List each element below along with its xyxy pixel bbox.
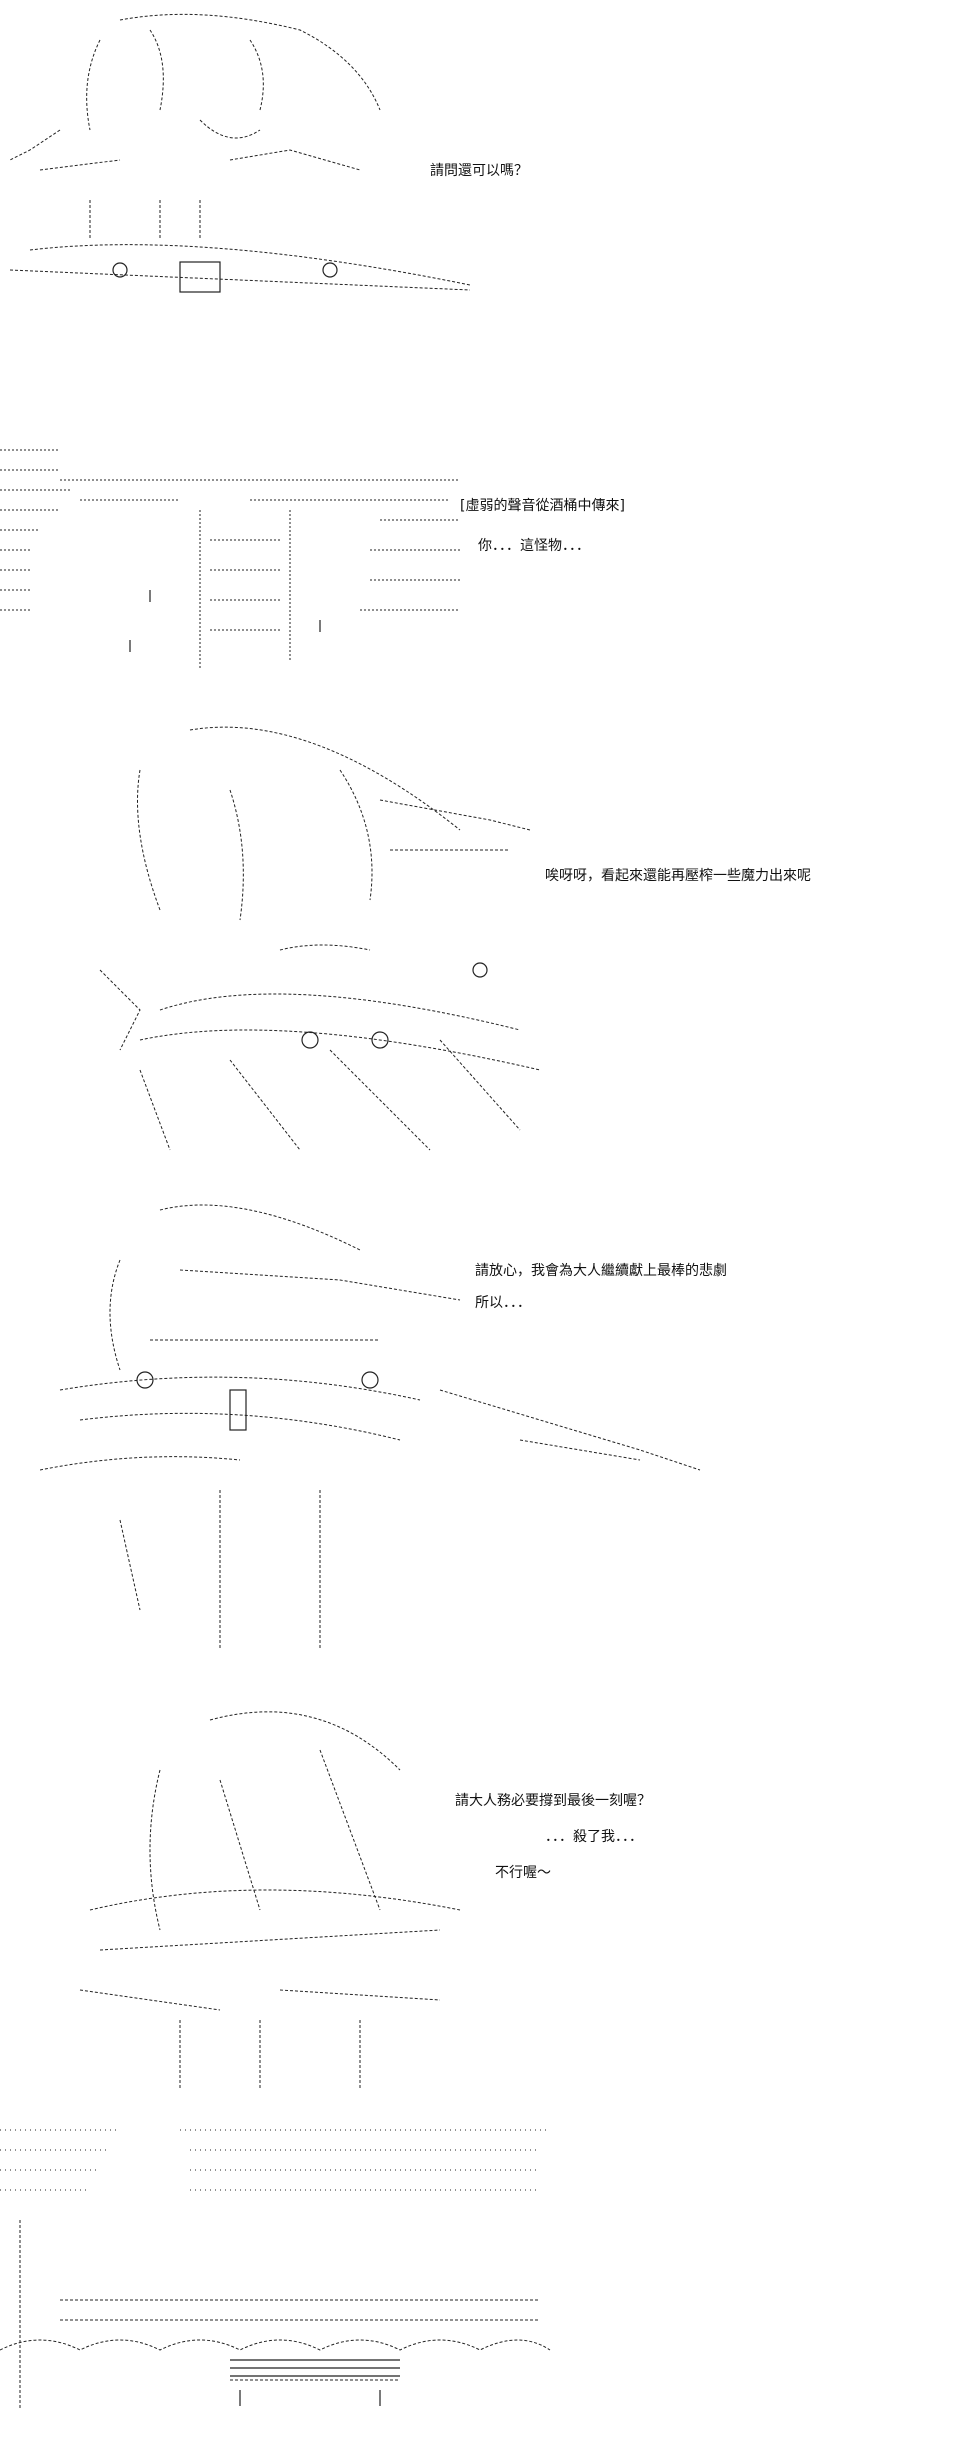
panel-2: [虛弱的聲音從酒桶中傳來] 你．．．這怪物．．． <box>0 440 967 700</box>
ascii-art-girl-scythe <box>40 1190 720 1660</box>
ascii-art-girl-close-drawing <box>79 1711 461 2090</box>
ascii-art-girl-close <box>60 1690 480 2100</box>
ascii-art-barrel <box>0 440 470 690</box>
dialogue-line: 唉呀呀，看起來還能再壓榨一些魔力出來呢 <box>545 868 811 884</box>
dialogue-line: 請問還可以嗎？ <box>430 163 528 179</box>
dialogue-panel-3: 唉呀呀，看起來還能再壓榨一些魔力出來呢 <box>545 865 811 887</box>
panel-5: 請大人務必要撐到最後一刻喔？ ．．．殺了我．．． 不行喔～ <box>0 1690 967 2110</box>
dialogue-panel-5: 請大人務必要撐到最後一刻喔？ ．．．殺了我．．． 不行喔～ <box>455 1790 651 1884</box>
dialogue-line: 不行喔～ <box>495 1865 551 1881</box>
dialogue-line: [虛弱的聲音從酒桶中傳來] <box>460 498 625 514</box>
panel-3: 唉呀呀，看起來還能再壓榨一些魔力出來呢 <box>0 710 967 1180</box>
dialogue-panel-4: 請放心，我會為大人繼續獻上最棒的悲劇 所以．．． <box>475 1260 727 1314</box>
ascii-art-barrels-row-drawing <box>0 2129 551 2410</box>
dialogue-panel-2: [虛弱的聲音從酒桶中傳來] 你．．．這怪物．．． <box>460 495 625 557</box>
dialogue-line: 你．．．這怪物．．． <box>478 538 590 554</box>
dialogue-line: ．．．殺了我．．． <box>545 1829 643 1845</box>
dialogue-panel-1: 請問還可以嗎？ <box>430 160 528 182</box>
ascii-art-barrel-drawing <box>0 449 460 670</box>
ascii-art-girl-hood-drawing <box>9 13 471 293</box>
dialogue-line: 所以．．． <box>475 1295 531 1311</box>
ascii-art-witch-hood-drawing <box>99 726 541 1151</box>
panel-6 <box>0 2110 967 2450</box>
panel-1: 請問還可以嗎？ <box>0 0 967 300</box>
ascii-art-girl-scythe-drawing <box>40 1204 701 1650</box>
ascii-art-girl-hood <box>0 0 480 295</box>
ascii-art-barrels-row <box>0 2110 560 2440</box>
dialogue-line: 請大人務必要撐到最後一刻喔？ <box>455 1793 651 1809</box>
dialogue-line: 請放心，我會為大人繼續獻上最棒的悲劇 <box>475 1263 727 1279</box>
ascii-art-witch-hood <box>80 710 560 1170</box>
panel-4: 請放心，我會為大人繼續獻上最棒的悲劇 所以．．． <box>0 1190 967 1670</box>
